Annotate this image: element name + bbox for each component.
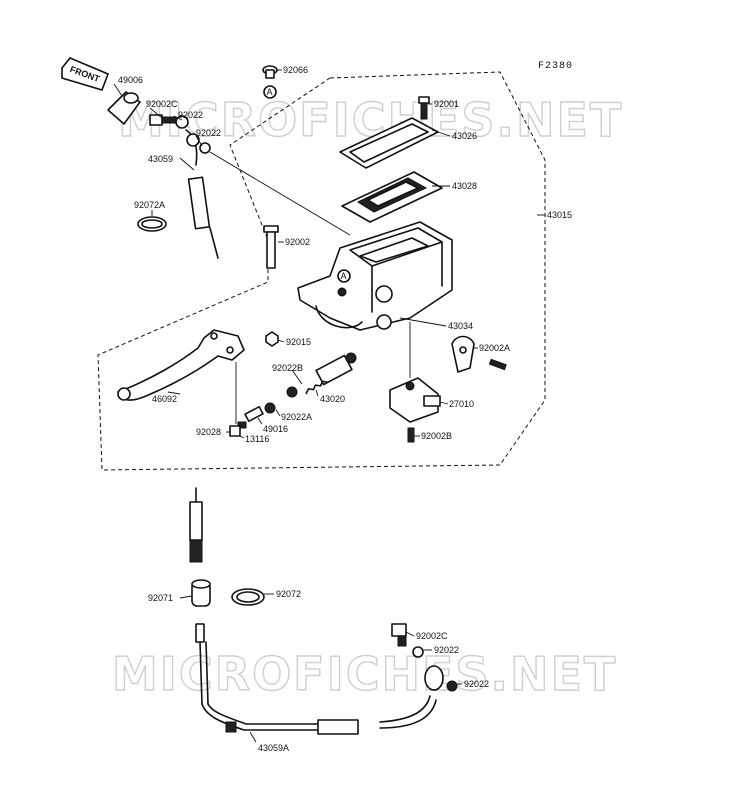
grommet-92071 [191,579,211,607]
label-92002a: 92002A [479,343,510,353]
label-43020: 43020 [320,394,345,404]
label-92002b: 92002B [421,431,452,441]
watermark-bottom: MICROFICHES.NET [112,647,617,701]
label-13116: 13116 [245,434,269,444]
connector-upper-43059a [189,487,203,563]
lever-46092 [117,329,245,401]
hose-43059a [195,623,444,735]
piston-assembly-43020 [229,352,357,437]
leader-lines [113,69,545,743]
label-92071: 92071 [148,593,173,603]
bolt-92002c-top [149,114,211,154]
label-92022-bottom-2: 92022 [464,679,489,689]
label-46092: 46092 [152,394,177,404]
label-49016: 49016 [263,424,288,434]
label-43028: 43028 [452,181,477,191]
nut-92015 [265,331,279,347]
label-92072a: 92072A [134,200,165,210]
label-92022-bottom-1: 92022 [434,645,459,655]
clip-92072a [137,216,167,232]
boot-49006 [107,91,141,125]
bolt-92002c-bottom [391,623,458,692]
label-92072: 92072 [276,589,301,599]
label-43059a: 43059A [258,743,289,753]
diaphragm-43028 [341,171,443,223]
label-43015: 43015 [547,210,572,220]
label-92015: 92015 [286,337,311,347]
figure-code: F2380 [538,61,573,72]
label-92022-top-1: 92022 [178,110,203,120]
front-arrow-icon: FRONT [61,57,110,91]
label-92028: 92028 [196,427,221,437]
hose-43059 [185,129,219,259]
ref-marker-a-top: A [263,85,277,99]
svg-text:A: A [341,271,347,281]
label-43059: 43059 [148,154,173,164]
cap-92066 [262,65,278,79]
label-92002c-top: 92002C [146,99,178,109]
clamp-43034 [451,335,507,373]
clip-92072 [231,588,265,606]
ref-marker-a-body: A [337,269,351,283]
label-92002c-bottom: 92002C [416,631,448,641]
label-92022b: 92022B [272,363,303,373]
label-92066: 92066 [283,65,308,75]
label-43034: 43034 [448,321,473,331]
label-92001: 92001 [434,99,459,109]
svg-text:A: A [267,87,273,97]
bolt-92002 [263,225,279,269]
screw-92001 [418,96,430,120]
label-43026: 43026 [452,131,477,141]
label-92002: 92002 [285,237,310,247]
master-cylinder-body-43015 [297,221,453,331]
label-27010: 27010 [449,399,474,409]
switch-27010 [389,377,441,443]
label-49006: 49006 [118,75,143,85]
label-92022a: 92022A [281,412,312,422]
label-92022-top-2: 92022 [196,128,221,138]
